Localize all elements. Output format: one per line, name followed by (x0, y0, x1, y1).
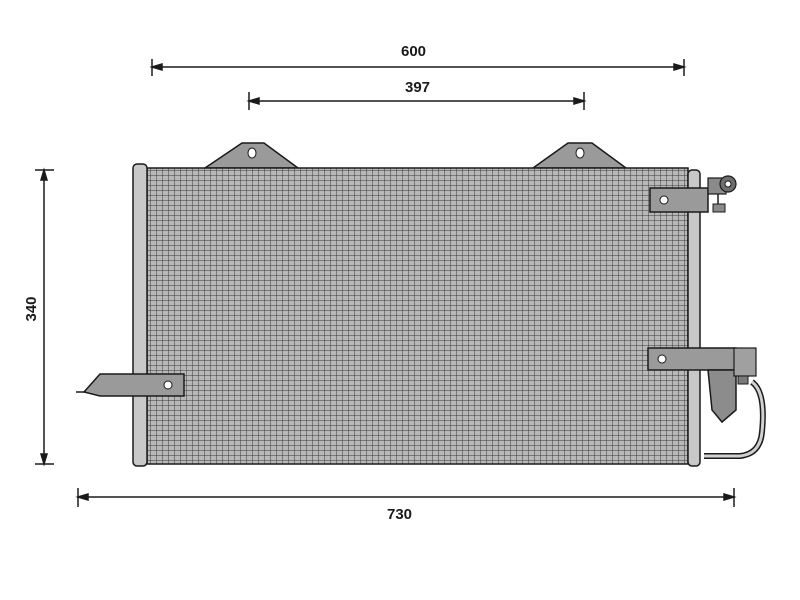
right-lower-fitting (647, 347, 766, 459)
left-lower-bracket (76, 373, 185, 397)
dimension-730 (75, 488, 737, 507)
top-mount-left (202, 142, 301, 169)
dimension-label-600: 600 (401, 43, 427, 60)
dimension-600 (149, 59, 687, 76)
dimension-label-730: 730 (387, 506, 413, 523)
dimension-397 (246, 92, 587, 110)
dimension-340 (35, 167, 54, 467)
dimension-label-397: 397 (405, 79, 431, 96)
right-tank (687, 169, 701, 467)
top-mount-right (530, 142, 629, 169)
right-upper-fitting (649, 175, 737, 213)
dimension-label-340: 340 (23, 296, 40, 322)
condenser-core (146, 167, 689, 465)
left-tank (132, 163, 148, 467)
